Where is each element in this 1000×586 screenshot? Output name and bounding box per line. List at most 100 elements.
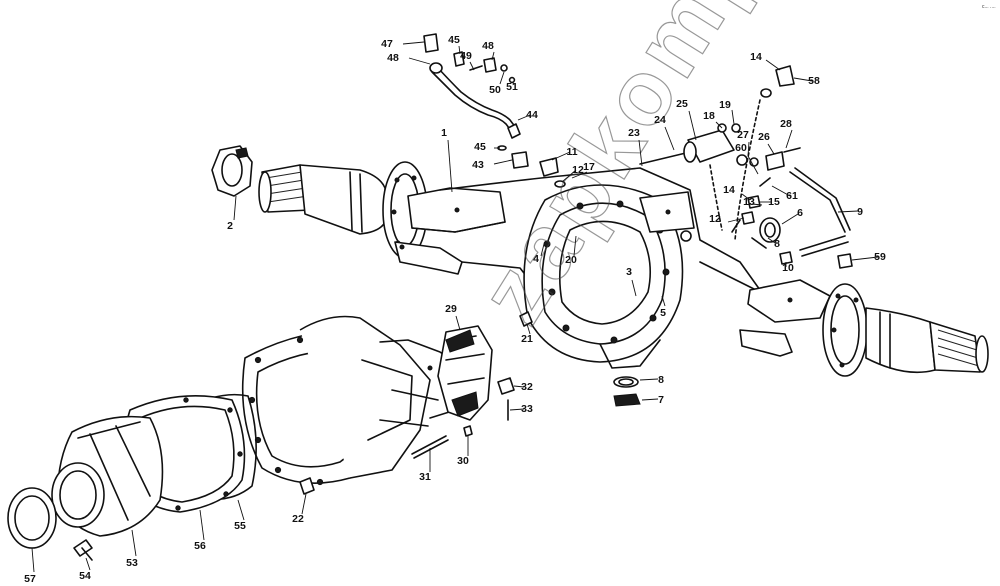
bearing-housing bbox=[51, 415, 164, 537]
part-label-19: 19 bbox=[719, 99, 731, 111]
leader-line-6 bbox=[781, 213, 799, 225]
leader-line-47 bbox=[402, 41, 425, 45]
callout-labels: 1234567889101112121314141517181920212223… bbox=[24, 34, 886, 585]
leader-lines bbox=[31, 41, 879, 573]
part-label-23: 23 bbox=[628, 127, 640, 139]
part-label-45: 45 bbox=[448, 34, 460, 46]
part-label-51: 51 bbox=[506, 81, 518, 93]
part-label-17: 17 bbox=[583, 161, 595, 173]
leader-line-48 bbox=[408, 57, 431, 65]
leader-line-29 bbox=[455, 315, 461, 331]
part-label-56: 56 bbox=[194, 540, 206, 552]
part-label-7: 7 bbox=[658, 394, 664, 406]
part-label-5: 5 bbox=[660, 307, 666, 319]
leader-line-26 bbox=[767, 143, 775, 155]
leader-line-12 bbox=[727, 217, 745, 223]
leader-line-61 bbox=[771, 185, 791, 197]
leader-line-2 bbox=[233, 195, 237, 221]
leader-line-19 bbox=[731, 109, 735, 125]
leader-line-51 bbox=[511, 81, 515, 85]
leader-line-5 bbox=[661, 295, 666, 307]
leader-line-48 bbox=[491, 51, 495, 61]
part-label-15: 15 bbox=[768, 196, 780, 208]
part-label-28: 28 bbox=[780, 118, 792, 130]
leader-line-11 bbox=[551, 151, 571, 161]
part-label-31: 31 bbox=[419, 471, 431, 483]
differential-carrier bbox=[241, 315, 469, 486]
bottom-bushing-parts bbox=[613, 376, 641, 407]
part-label-61: 61 bbox=[786, 190, 798, 202]
part-label-47: 47 bbox=[381, 38, 393, 50]
part-label-13: 13 bbox=[743, 196, 755, 208]
part-label-57: 57 bbox=[24, 573, 36, 585]
part-label-11: 11 bbox=[566, 146, 577, 158]
part-label-53: 53 bbox=[126, 557, 138, 569]
part-label-4: 4 bbox=[533, 253, 539, 265]
part-label-3: 3 bbox=[626, 266, 632, 278]
leader-line-18 bbox=[715, 121, 723, 129]
part-label-60: 60 bbox=[735, 142, 747, 154]
part-label-6: 6 bbox=[797, 207, 803, 219]
part-label-24: 24 bbox=[654, 114, 666, 126]
part-label-32: 32 bbox=[521, 381, 533, 393]
left-axle-flange bbox=[211, 145, 253, 197]
left-spring-seat bbox=[394, 187, 506, 275]
part-label-2: 2 bbox=[227, 220, 233, 232]
leader-line-14 bbox=[765, 59, 781, 71]
carrier-small-parts bbox=[299, 311, 533, 495]
leader-line-58 bbox=[793, 77, 813, 82]
part-label-29: 29 bbox=[445, 303, 457, 315]
leader-line-22 bbox=[301, 493, 307, 515]
leader-line-27 bbox=[747, 141, 750, 157]
breather-hose bbox=[423, 33, 566, 188]
leader-line-12 bbox=[561, 169, 577, 183]
part-label-22: 22 bbox=[292, 513, 304, 525]
part-label-55: 55 bbox=[234, 520, 246, 532]
lever-assembly bbox=[639, 65, 853, 269]
part-label-25: 25 bbox=[676, 98, 688, 110]
part-label-1: 1 bbox=[441, 127, 447, 139]
leader-line-32 bbox=[513, 385, 525, 388]
part-label-26: 26 bbox=[758, 131, 770, 143]
part-label-8: 8 bbox=[774, 238, 780, 250]
part-label-30: 30 bbox=[457, 455, 469, 467]
part-label-48: 48 bbox=[482, 40, 494, 52]
part-label-45: 45 bbox=[474, 141, 486, 153]
leader-line-24 bbox=[664, 126, 675, 151]
part-label-9: 9 bbox=[857, 206, 863, 218]
part-label-43: 43 bbox=[472, 159, 484, 171]
leader-line-53 bbox=[131, 529, 137, 557]
part-label-33: 33 bbox=[521, 403, 533, 415]
leader-line-23 bbox=[638, 139, 643, 167]
leader-line-14 bbox=[741, 193, 751, 201]
part-label-54: 54 bbox=[79, 570, 91, 582]
part-label-12: 12 bbox=[709, 213, 721, 225]
leader-line-55 bbox=[237, 499, 245, 521]
pinion-flange bbox=[437, 325, 493, 421]
leader-line-20 bbox=[573, 235, 577, 257]
part-label-20: 20 bbox=[565, 254, 577, 266]
leader-line-33 bbox=[509, 408, 525, 411]
part-label-8: 8 bbox=[658, 374, 664, 386]
part-label-48: 48 bbox=[387, 52, 399, 64]
leader-line-25 bbox=[688, 110, 697, 141]
part-label-14: 14 bbox=[750, 51, 762, 63]
leader-line-8 bbox=[767, 237, 776, 244]
leader-line-56 bbox=[199, 509, 205, 541]
oil-seal bbox=[7, 487, 57, 549]
leader-line-57 bbox=[31, 547, 35, 573]
leader-line-17 bbox=[571, 171, 588, 179]
leader-line-50 bbox=[499, 71, 505, 85]
leader-line-54 bbox=[85, 557, 91, 571]
part-label-50: 50 bbox=[489, 84, 501, 96]
leader-line-59 bbox=[851, 256, 879, 261]
leader-line-44 bbox=[517, 114, 531, 121]
leader-line-7 bbox=[641, 398, 659, 401]
part-label-10: 10 bbox=[782, 262, 794, 274]
leader-line-1 bbox=[447, 139, 453, 193]
leader-line-8 bbox=[639, 378, 659, 381]
axle-housing-center bbox=[439, 167, 811, 369]
part-label-44: 44 bbox=[526, 109, 538, 121]
